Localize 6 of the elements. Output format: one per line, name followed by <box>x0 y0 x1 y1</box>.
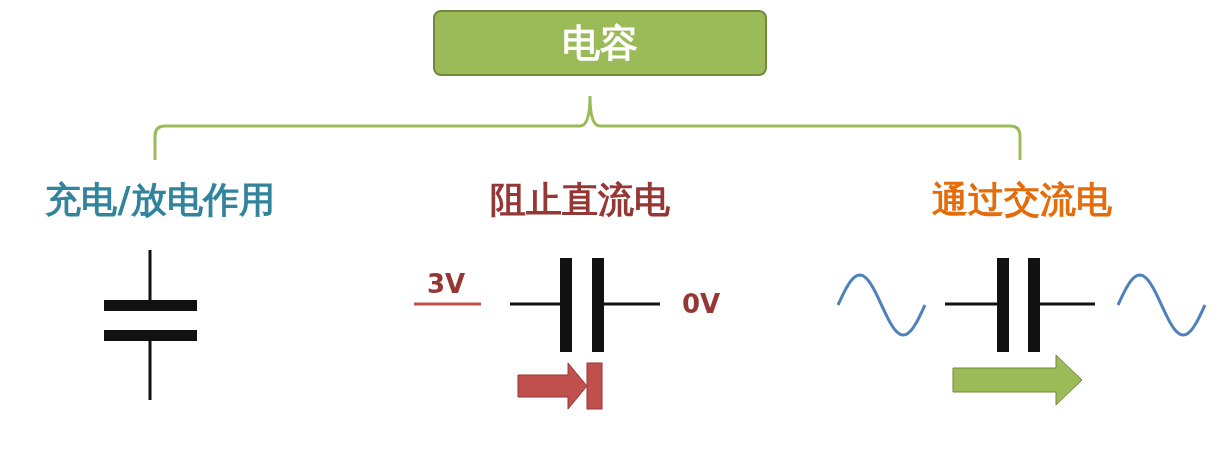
heading: 阻止直流电 <box>490 177 670 222</box>
heading: 通过交流电 <box>932 177 1112 222</box>
title-box: 电容 <box>433 10 767 76</box>
voltage-label: 3V <box>426 269 466 299</box>
heading: 充电/放电作用 <box>45 177 275 222</box>
voltage-label: 0V <box>681 289 721 319</box>
